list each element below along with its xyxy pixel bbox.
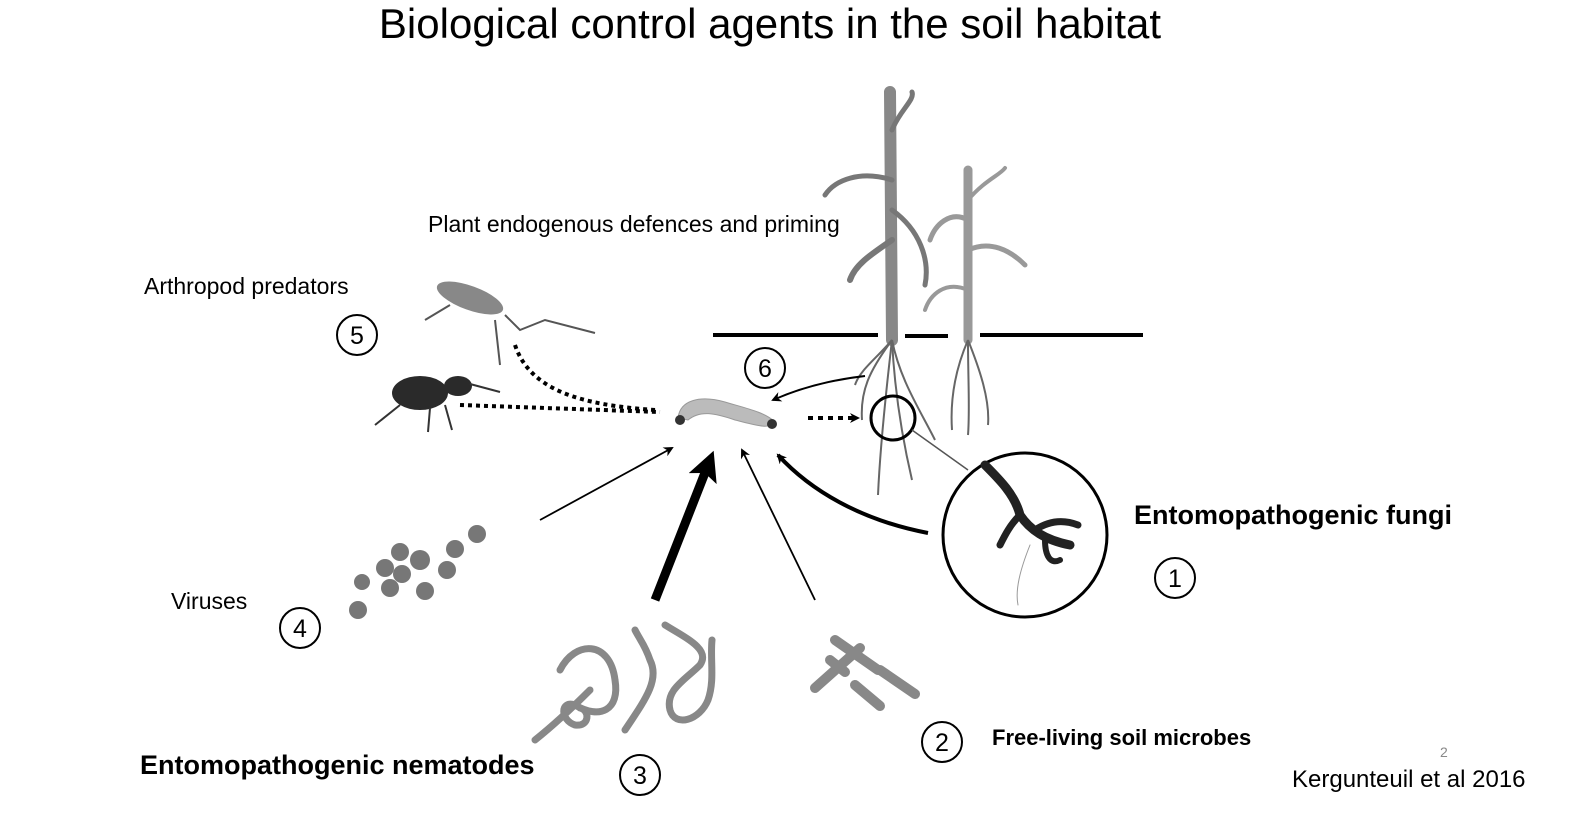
root-highlight-circle	[869, 394, 917, 442]
ground-beetle-icon	[374, 376, 501, 433]
number-2: 2	[935, 729, 949, 757]
fungi-magnifier-circle	[941, 451, 1109, 619]
fungal-hyphae-icon	[980, 460, 1082, 606]
nematodes-icon	[531, 621, 716, 744]
number-circle-4	[279, 607, 321, 649]
label-plant-defences: Plant endogenous defences and priming	[428, 211, 840, 238]
soil-surface-line	[713, 333, 1143, 338]
number-circle-6	[744, 347, 786, 389]
page-number: 2	[1440, 744, 1448, 760]
bacteria-icon	[810, 635, 920, 711]
slide-title: Biological control agents in the soil ha…	[378, 0, 1162, 47]
number-6: 6	[758, 355, 772, 383]
number-1: 1	[1168, 565, 1182, 593]
roots-icon	[854, 339, 990, 496]
beetle-icon	[424, 281, 596, 366]
number-3: 3	[633, 762, 647, 790]
number-circle-3	[619, 754, 661, 796]
label-entomopathogenic-nematodes: Entomopathogenic nematodes	[140, 750, 535, 780]
interaction-arrows	[459, 344, 929, 602]
virus-particles-icon	[349, 525, 486, 619]
label-arthropod-predators: Arthropod predators	[144, 273, 349, 299]
number-circle-2	[921, 721, 963, 763]
larva-icon	[675, 398, 777, 429]
number-circle-1	[1154, 557, 1196, 599]
label-free-living-soil-microbes: Free-living soil microbes	[992, 725, 1252, 750]
label-viruses: Viruses	[171, 588, 248, 614]
label-entomopathogenic-fungi: Entomopathogenic fungi	[1134, 500, 1452, 530]
number-4: 4	[293, 615, 307, 643]
maize-plant-icon	[822, 86, 1028, 346]
number-5: 5	[350, 322, 364, 350]
citation: Kergunteuil et al 2016	[1292, 766, 1526, 793]
number-circle-5	[336, 314, 378, 356]
